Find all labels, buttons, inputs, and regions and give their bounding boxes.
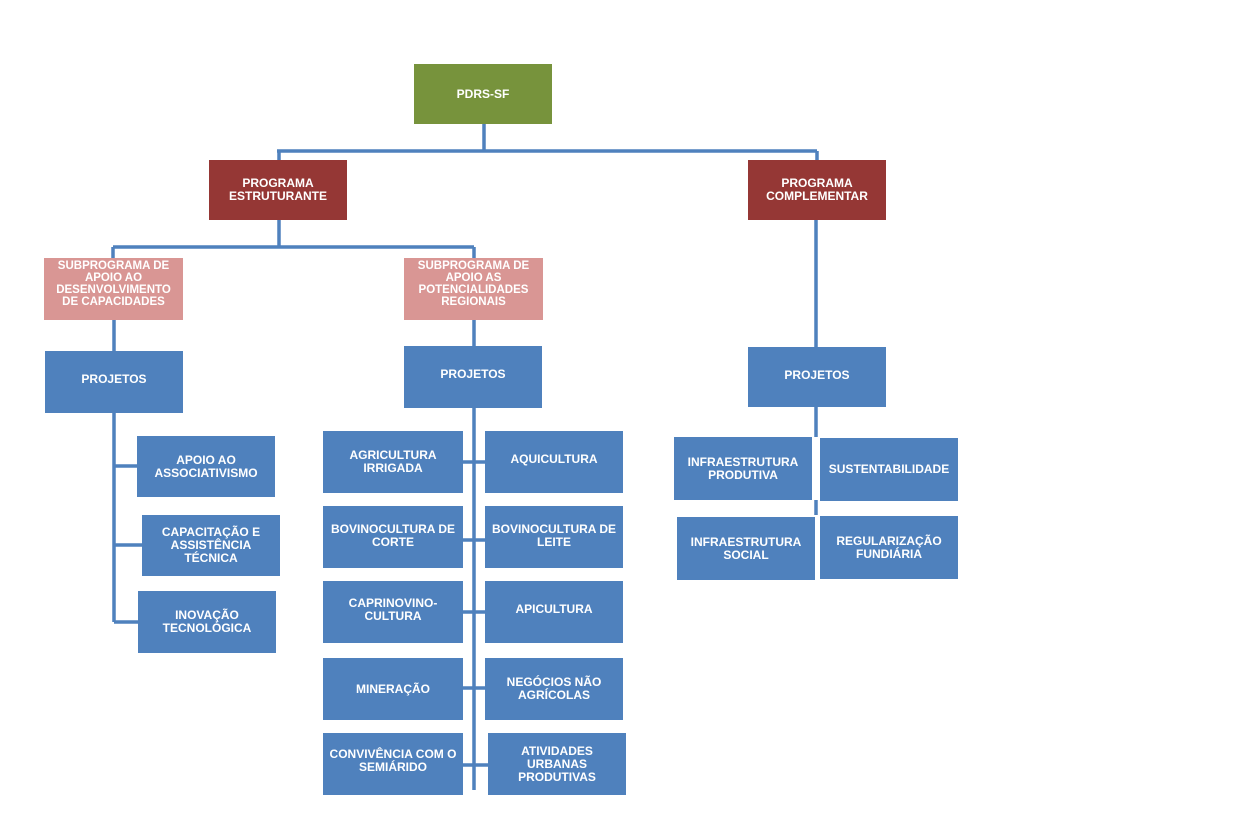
projects-node-potencialidades: PROJETOS: [404, 346, 542, 408]
project-apoio-associativismo: APOIO AO ASSOCIATIVISMO: [137, 436, 275, 497]
project-sustentabilidade: SUSTENTABILIDADE: [820, 438, 958, 501]
project-atividades-urbanas: ATIVIDADES URBANAS PRODUTIVAS: [488, 733, 626, 795]
project-bovinocultura-corte: BOVINOCULTURA DE CORTE: [323, 506, 463, 568]
subprogram-potencialidades: SUBPROGRAMA DE APOIO AS POTENCIALIDADES …: [404, 258, 543, 320]
project-convivencia-semiarido: CONVIVÊNCIA COM O SEMIÁRIDO: [323, 733, 463, 795]
program-estruturante: PROGRAMA ESTRUTURANTE: [209, 160, 347, 220]
project-capacitacao-assistencia: CAPACITAÇÃO E ASSISTÊNCIA TÉCNICA: [142, 515, 280, 576]
project-apicultura: APICULTURA: [485, 581, 623, 643]
projects-node-capacidades: PROJETOS: [45, 351, 183, 413]
projects-node-complementar: PROJETOS: [748, 347, 886, 407]
subprogram-capacidades: SUBPROGRAMA DE APOIO AO DESENVOLVIMENTO …: [44, 258, 183, 320]
root-node: PDRS-SF: [414, 64, 552, 124]
project-agricultura-irrigada: AGRICULTURA IRRIGADA: [323, 431, 463, 493]
project-aquicultura: AQUICULTURA: [485, 431, 623, 493]
project-negocios-nao-agricolas: NEGÓCIOS NÃO AGRÍCOLAS: [485, 658, 623, 720]
project-regularizacao-fundiaria: REGULARIZAÇÃO FUNDIÁRIA: [820, 516, 958, 579]
project-bovinocultura-leite: BOVINOCULTURA DE LEITE: [485, 506, 623, 568]
program-complementar: PROGRAMA COMPLEMENTAR: [748, 160, 886, 220]
project-inovacao-tecnologica: INOVAÇÃO TECNOLÓGICA: [138, 591, 276, 653]
project-mineracao: MINERAÇÃO: [323, 658, 463, 720]
project-infraestrutura-produtiva: INFRAESTRUTURA PRODUTIVA: [674, 437, 812, 500]
project-caprinovinocultura: CAPRINOVINO- CULTURA: [323, 581, 463, 643]
project-infraestrutura-social: INFRAESTRUTURA SOCIAL: [677, 517, 815, 580]
